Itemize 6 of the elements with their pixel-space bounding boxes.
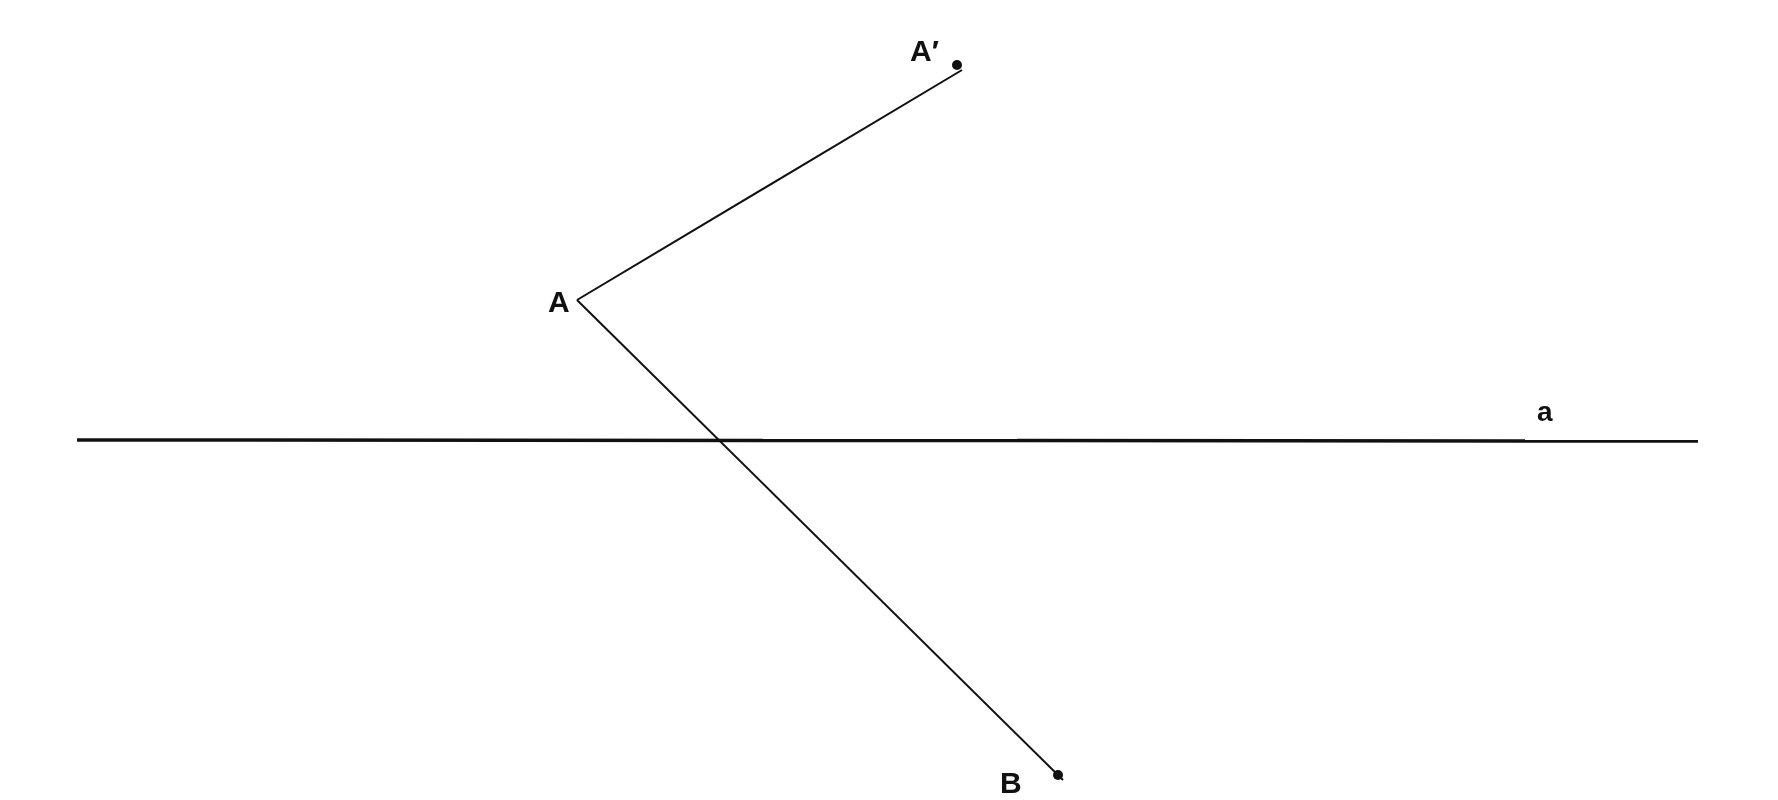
line-segment [576, 299, 1064, 781]
point-label: A [548, 287, 570, 317]
point-label: B [1000, 768, 1022, 798]
line-label: a [1537, 398, 1553, 426]
point-label: A′ [910, 36, 939, 66]
line-segment [576, 69, 963, 301]
